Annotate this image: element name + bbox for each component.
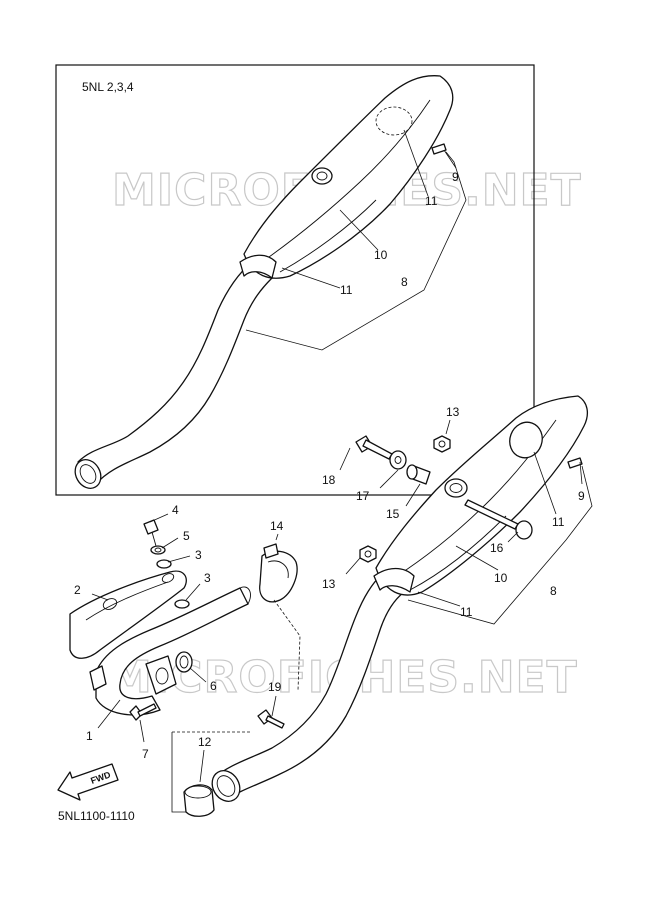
protector-2 xyxy=(69,570,187,659)
bolt-7 xyxy=(129,703,157,721)
main-muffler-assembly xyxy=(211,395,589,802)
callout-11-bottom: 11 xyxy=(460,605,473,619)
clamp-guide xyxy=(273,599,301,691)
diagram-code: 5NL1100-1110 xyxy=(58,809,135,823)
exhaust-pipe-1 xyxy=(89,586,251,716)
damper-15 xyxy=(406,464,431,485)
variant-inset-frame xyxy=(55,64,535,496)
gasket-12 xyxy=(183,784,215,817)
bolt-16 xyxy=(464,499,533,540)
variant-label: 5NL 2,3,4 xyxy=(82,80,134,94)
bolt-19 xyxy=(257,709,285,729)
mount-bolt-18 xyxy=(355,435,393,460)
washer-3-top xyxy=(156,559,172,569)
callout-5: 5 xyxy=(183,529,190,543)
nut-13-top xyxy=(433,435,451,453)
clamp-14 xyxy=(259,543,298,603)
callout-17: 17 xyxy=(356,489,370,503)
collar-17 xyxy=(389,450,407,470)
head-pipe-flange xyxy=(145,655,177,695)
bolt-4 xyxy=(143,519,159,547)
callout-3-lower: 3 xyxy=(204,571,211,585)
callout-1: 1 xyxy=(86,729,93,743)
callout-9: 9 xyxy=(578,489,585,503)
gasket-6 xyxy=(175,651,193,673)
callout-10: 10 xyxy=(494,571,508,585)
inset-bracket-line xyxy=(245,151,467,351)
callout-inset-11b: 11 xyxy=(340,283,353,297)
callout-12: 12 xyxy=(198,735,212,749)
callout-15: 15 xyxy=(386,507,400,521)
callout-inset-10: 10 xyxy=(374,248,388,262)
main-bracket-line xyxy=(407,465,593,625)
callout-7: 7 xyxy=(142,747,149,761)
callout-8: 8 xyxy=(550,584,557,598)
callout-4: 4 xyxy=(172,503,179,517)
callout-11-top: 11 xyxy=(552,515,565,529)
inset-muffler-assembly xyxy=(74,75,454,489)
callout-inset-11a: 11 xyxy=(425,194,438,208)
callout-13-top: 13 xyxy=(446,405,460,419)
forward-arrow-icon: FWD xyxy=(57,763,119,801)
callout-18: 18 xyxy=(322,473,336,487)
callout-3-top: 3 xyxy=(195,548,202,562)
callout-13-bottom: 13 xyxy=(322,577,336,591)
callout-14: 14 xyxy=(270,519,284,533)
callout-2: 2 xyxy=(74,583,81,597)
callout-16: 16 xyxy=(490,541,504,555)
nut-13-bottom xyxy=(359,545,377,563)
washer-5 xyxy=(150,545,166,555)
callout-6: 6 xyxy=(210,679,217,693)
callout-inset-9: 9 xyxy=(452,170,459,184)
callout-inset-8: 8 xyxy=(401,275,408,289)
callout-19: 19 xyxy=(268,680,282,694)
washer-3-lower xyxy=(174,599,190,609)
